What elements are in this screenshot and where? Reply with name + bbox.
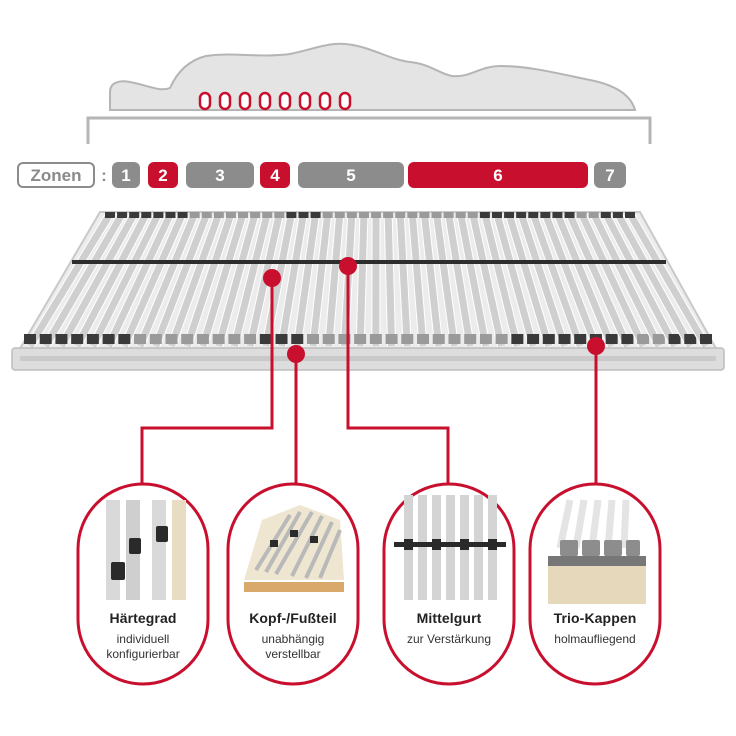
body-silhouette <box>109 42 637 111</box>
slats <box>24 211 712 349</box>
zonen-text: Zonen <box>31 166 82 185</box>
zone-5: 5 <box>298 162 404 188</box>
zone-number: 4 <box>270 166 280 185</box>
feature-trio-kappen: Trio-Kappen holmaufliegend <box>530 484 660 684</box>
zone-1: 1 <box>112 162 140 188</box>
pressure-point <box>318 91 332 111</box>
callout-lines <box>140 268 598 500</box>
zone-2: 2 <box>148 162 178 188</box>
pressure-point <box>258 91 272 111</box>
feature-description: holmaufliegend <box>554 632 636 646</box>
pressure-point <box>238 91 252 111</box>
feature-title: Mittelgurt <box>416 610 482 626</box>
zone-number: 5 <box>346 166 355 185</box>
trio-caps-icon <box>548 499 646 604</box>
slatted-frame <box>11 211 725 371</box>
capsule-trio-kappen <box>528 482 662 686</box>
zone-3: 3 <box>186 162 254 188</box>
zone-6: 6 <box>408 162 588 188</box>
zone-number: 7 <box>605 166 614 185</box>
feature-description: individuell konfigurierbar <box>106 632 180 661</box>
zonen-label: Zonen : <box>17 162 107 188</box>
pressure-point <box>298 91 312 111</box>
feature-description: zur Verstärkung <box>406 632 492 646</box>
pressure-points <box>198 91 352 111</box>
zones-bar: 1 2 3 4 5 6 7 <box>112 162 626 188</box>
center-belt-icon <box>394 495 506 600</box>
pressure-point <box>198 91 212 111</box>
capsule-kopf-fussteil <box>226 482 360 686</box>
pressure-point <box>278 91 292 111</box>
feature-title: Trio-Kappen <box>553 610 637 626</box>
zone-7: 7 <box>594 162 626 188</box>
head-foot-adjust-icon <box>244 505 344 592</box>
slat-hardness-caps-icon <box>106 500 186 600</box>
zone-bracket <box>86 116 652 144</box>
zone-number: 2 <box>158 166 167 185</box>
zone-number: 1 <box>121 166 130 185</box>
zone-4: 4 <box>260 162 290 188</box>
zonen-separator: : <box>101 166 107 185</box>
feature-title: Kopf-/Fußteil <box>249 610 337 626</box>
feature-capsules <box>76 482 662 686</box>
pressure-point <box>218 91 232 111</box>
zone-number: 3 <box>215 166 224 185</box>
feature-kopf-fussteil: Kopf-/Fußteil unabhängig verstellbar <box>228 484 358 684</box>
callout-dots <box>263 257 605 363</box>
feature-title: Härtegrad <box>109 610 177 626</box>
capsule-mittelgurt <box>382 482 516 686</box>
zone-number: 6 <box>493 166 502 185</box>
feature-haertegrad: Härtegrad individuell konfigurierbar <box>78 484 208 684</box>
pressure-point <box>338 91 352 111</box>
capsule-haertegrad <box>76 482 210 686</box>
feature-mittelgurt: Mittelgurt zur Verstärkung <box>384 484 514 684</box>
feature-description: unabhängig verstellbar <box>261 632 325 661</box>
